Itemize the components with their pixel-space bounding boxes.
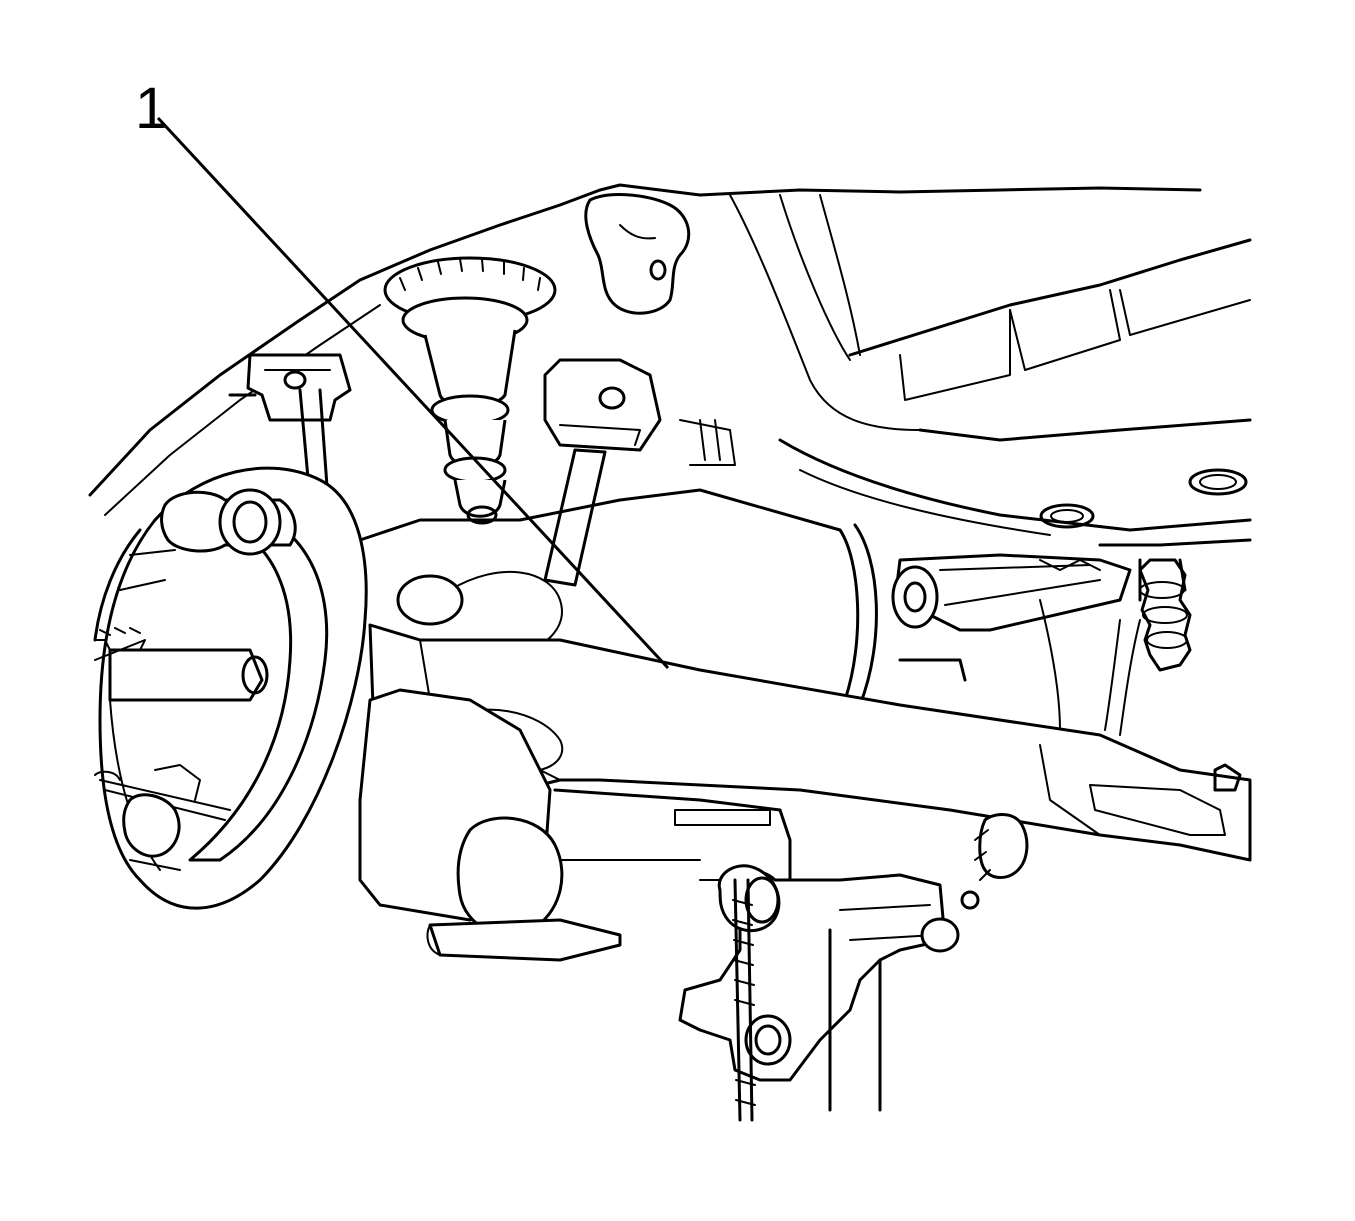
right-bump-stop	[1138, 558, 1192, 672]
underbody-floor-pan	[88, 183, 1252, 547]
callout-number-1: 1	[135, 76, 167, 141]
link-bracket	[543, 358, 736, 587]
axle-end-tube	[358, 688, 782, 962]
spring-seat-bump-stop	[383, 256, 557, 525]
body-mount-bracket	[584, 193, 691, 315]
brake-backing-plate	[93, 466, 368, 910]
right-bushing-mount	[891, 553, 1141, 736]
lower-link-bracket	[674, 808, 1029, 1122]
callout-1: 1	[135, 76, 670, 670]
callout-1-leader-line	[156, 116, 670, 670]
